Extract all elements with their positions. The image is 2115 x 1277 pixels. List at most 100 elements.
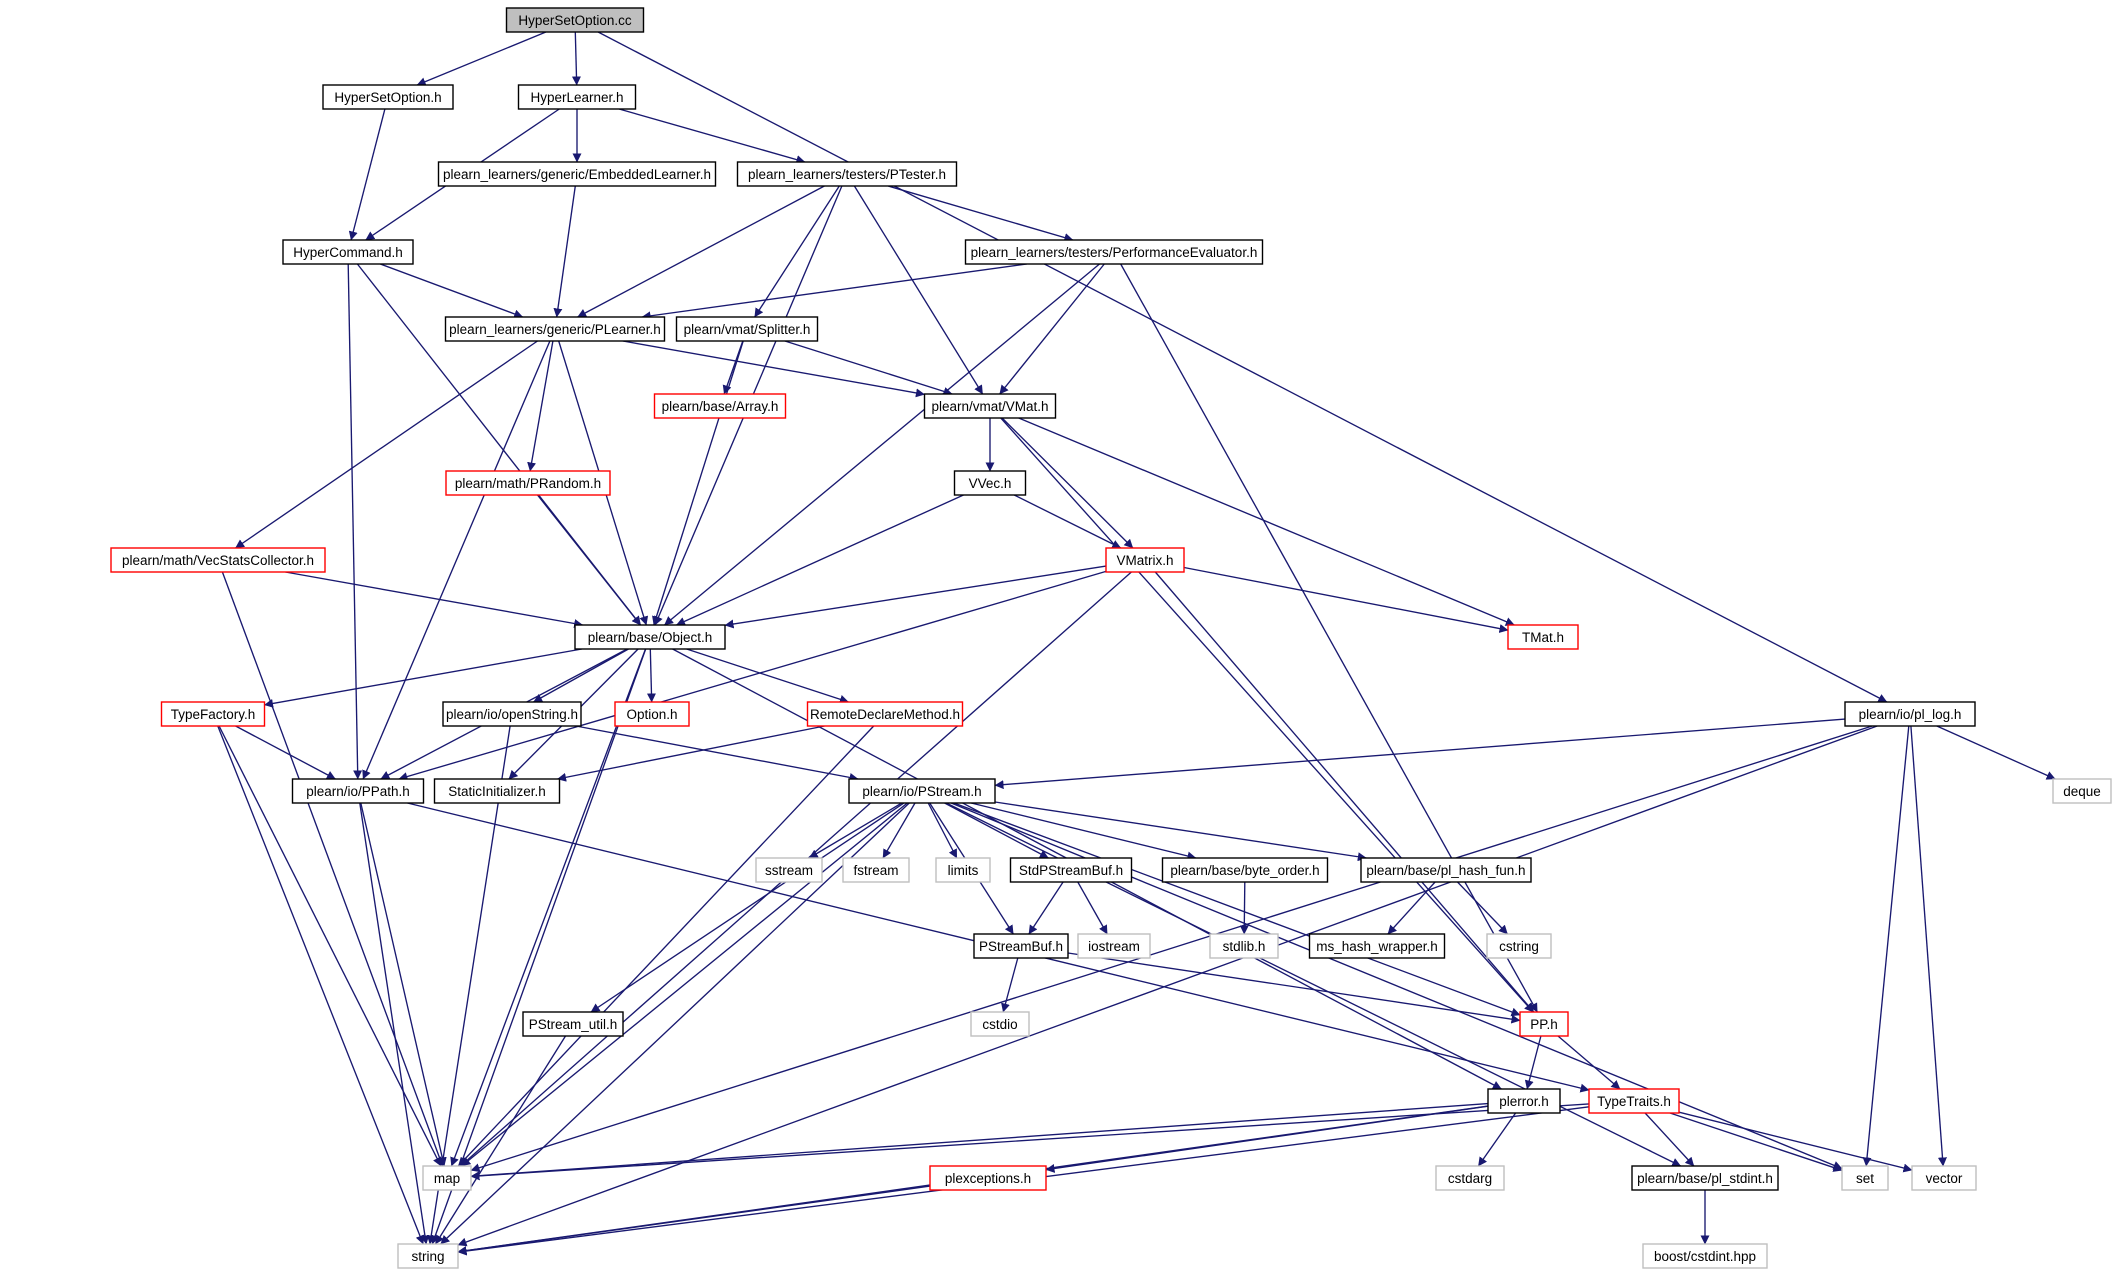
node-option[interactable]: Option.h (614, 701, 690, 727)
node-emb-label: plearn_learners/generic/EmbeddedLearner.… (443, 167, 711, 182)
edge-hso_h-to-hcmd (348, 108, 386, 241)
edge-object-to-map (450, 648, 647, 1167)
node-vvec[interactable]: VVec.h (953, 470, 1027, 496)
edge-hcmd-to-ppath (347, 263, 363, 780)
edge-splitter-to-array (722, 340, 744, 395)
edge-pstream-to-byteorder (970, 802, 1197, 861)
node-fstream-box (842, 857, 910, 883)
edge-splitter-to-vmat (784, 340, 953, 396)
edge-pllog-to-pstream (994, 718, 1846, 790)
node-hso_h[interactable]: HyperSetOption.h (322, 84, 454, 110)
node-cstring: cstring (1486, 933, 1552, 959)
node-pllog-box (1844, 701, 1976, 727)
edge-typefactory-to-string (217, 725, 425, 1245)
edge-perfeval-to-plearner (641, 263, 1027, 321)
node-array[interactable]: plearn/base/Array.h (653, 393, 787, 419)
edge-vvec-to-vmatrix (1013, 494, 1122, 549)
node-typetraits-label: TypeTraits.h (1597, 1094, 1671, 1109)
node-openstring-box (442, 701, 582, 727)
node-stdint-box (1631, 1165, 1779, 1191)
node-sstream-box (755, 857, 823, 883)
node-stdlib-label: stdlib.h (1223, 939, 1266, 954)
node-plexc[interactable]: plexceptions.h (929, 1165, 1047, 1191)
edge-typetraits-to-map (470, 1103, 1590, 1181)
node-hso_h-box (322, 84, 454, 110)
node-vmat-box (923, 393, 1057, 419)
node-pllog-label: plearn/io/pl_log.h (1859, 707, 1962, 722)
node-prandom[interactable]: plearn/math/PRandom.h (445, 470, 611, 496)
node-set-label: set (1856, 1171, 1874, 1186)
node-hl_h[interactable]: HyperLearner.h (517, 84, 637, 110)
edge-pllog-to-set (1862, 725, 1910, 1167)
node-tmat[interactable]: TMat.h (1507, 624, 1579, 650)
node-ppath[interactable]: plearn/io/PPath.h (291, 778, 425, 804)
node-plerror[interactable]: plerror.h (1487, 1088, 1561, 1114)
edge-pllog-to-string (457, 725, 1878, 1247)
node-openstring[interactable]: plearn/io/openString.h (442, 701, 582, 727)
edge-vmatrix-to-object (724, 565, 1107, 629)
node-vmatrix-label: VMatrix.h (1116, 553, 1173, 568)
edge-vmatrix-to-tmat (1183, 566, 1509, 633)
node-plexc-box (929, 1165, 1047, 1191)
edge-object-to-openstring (533, 648, 629, 703)
node-plearner[interactable]: plearn_learners/generic/PLearner.h (444, 316, 666, 342)
edge-pllog-to-deque (1936, 725, 2056, 780)
node-ptester[interactable]: plearn_learners/testers/PTester.h (736, 161, 958, 187)
node-string-box (397, 1243, 459, 1269)
node-pstream[interactable]: plearn/io/PStream.h (848, 778, 996, 804)
node-hcmd[interactable]: HyperCommand.h (282, 239, 414, 265)
node-map: map (422, 1165, 472, 1191)
edge-pstream-to-sstream (808, 802, 903, 859)
node-cstring-box (1486, 933, 1552, 959)
node-ppath-label: plearn/io/PPath.h (306, 784, 410, 799)
node-prandom-box (445, 470, 611, 496)
node-deque-label: deque (2063, 784, 2101, 799)
node-cstdarg-label: cstdarg (1448, 1171, 1492, 1186)
node-vmat[interactable]: plearn/vmat/VMat.h (923, 393, 1057, 419)
node-psb[interactable]: PStreamBuf.h (973, 933, 1069, 959)
node-remotedecl[interactable]: RemoteDeclareMethod.h (806, 701, 964, 727)
node-splitter[interactable]: plearn/vmat/Splitter.h (675, 316, 819, 342)
node-set: set (1841, 1165, 1889, 1191)
node-perfeval[interactable]: plearn_learners/testers/PerformanceEvalu… (964, 239, 1264, 265)
node-root[interactable]: HyperSetOption.cc (505, 7, 645, 33)
node-hashfun-label: plearn/base/pl_hash_fun.h (1366, 863, 1525, 878)
node-staticinit-label: StaticInitializer.h (448, 784, 546, 799)
node-vecstats[interactable]: plearn/math/VecStatsCollector.h (110, 547, 326, 573)
node-stdint[interactable]: plearn/base/pl_stdint.h (1631, 1165, 1779, 1191)
node-object-box (574, 624, 726, 650)
node-staticinit-box (433, 778, 561, 804)
node-deque: deque (2052, 778, 2112, 804)
node-plexc-label: plexceptions.h (945, 1171, 1031, 1186)
edge-ptester-to-perfeval (887, 185, 1074, 242)
node-mshash[interactable]: ms_hash_wrapper.h (1308, 933, 1446, 959)
node-object[interactable]: plearn/base/Object.h (574, 624, 726, 650)
edge-perfeval-to-pp (1120, 263, 1538, 1013)
node-vmatrix[interactable]: VMatrix.h (1105, 547, 1185, 573)
node-hl_h-label: HyperLearner.h (530, 90, 623, 105)
node-array-box (653, 393, 787, 419)
edge-object-to-string (430, 648, 647, 1245)
node-deque-box (2052, 778, 2112, 804)
node-psutil[interactable]: PStream_util.h (522, 1011, 624, 1037)
node-hashfun[interactable]: plearn/base/pl_hash_fun.h (1360, 857, 1532, 883)
node-emb[interactable]: plearn_learners/generic/EmbeddedLearner.… (437, 161, 717, 187)
node-byteorder[interactable]: plearn/base/byte_order.h (1161, 857, 1329, 883)
node-boost: boost/cstdint.hpp (1642, 1243, 1768, 1269)
node-staticinit[interactable]: StaticInitializer.h (433, 778, 561, 804)
node-pp-box (1519, 1011, 1569, 1037)
node-pllog[interactable]: plearn/io/pl_log.h (1844, 701, 1976, 727)
node-mshash-box (1308, 933, 1446, 959)
node-remotedecl-box (806, 701, 964, 727)
node-splitter-label: plearn/vmat/Splitter.h (684, 322, 811, 337)
edge-plearner-to-vmat (622, 340, 925, 398)
edge-psb-to-pp (1067, 952, 1521, 1024)
node-typefactory[interactable]: TypeFactory.h (160, 701, 266, 727)
node-pp[interactable]: PP.h (1519, 1011, 1569, 1037)
node-openstring-label: plearn/io/openString.h (446, 707, 578, 722)
node-emb-box (437, 161, 717, 187)
node-vmat-label: plearn/vmat/VMat.h (931, 399, 1048, 414)
node-typetraits[interactable]: TypeTraits.h (1588, 1088, 1680, 1114)
node-stdpsb[interactable]: StdPStreamBuf.h (1009, 857, 1133, 883)
